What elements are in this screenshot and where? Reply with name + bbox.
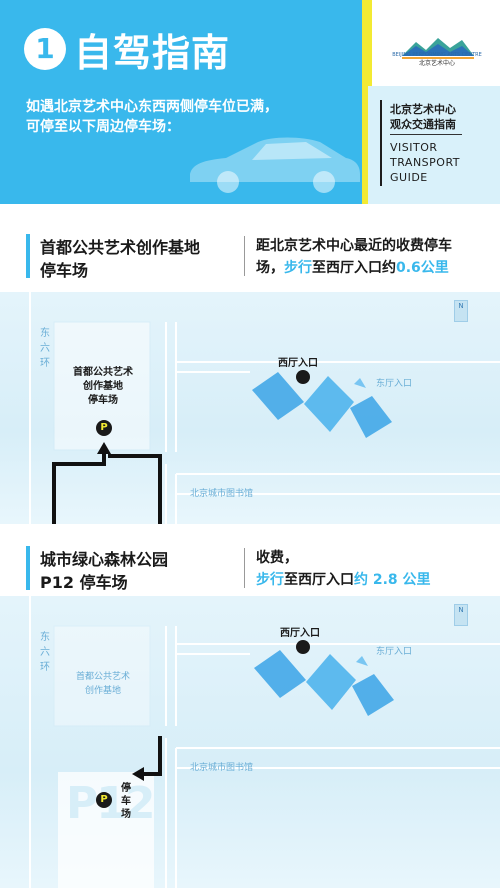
map-1-east-entrance: 东厅入口	[376, 379, 413, 389]
guide-cn-line-2: 观众交通指南	[390, 118, 456, 131]
intro-line-2: 可停至以下周边停车场：	[26, 119, 180, 135]
header-accent-strip	[362, 0, 372, 204]
location-marker-icon	[296, 640, 310, 654]
map-2: 东六环 N 首都公共艺术 创作基地 西厅入口 东厅入口 北京城市图书馆 P12 …	[0, 596, 500, 888]
guide-en-line-1: VISITOR	[390, 141, 438, 154]
section-2-title-line-1: 城市绿心森林公园	[40, 550, 169, 569]
logo-name-cn: 北京艺术中心	[418, 60, 455, 67]
map-2-graphics	[29, 596, 500, 888]
logo-icon	[402, 38, 474, 59]
guide-en-line-3: GUIDE	[390, 171, 428, 184]
guide-en-line-2: TRANSPORT	[390, 156, 461, 169]
section-1-desc-line-2: 场，步行至西厅入口约0.6公里	[256, 260, 449, 276]
guide-box	[368, 86, 500, 204]
location-marker-icon	[296, 370, 310, 384]
section-2-desc-line-2: 步行至西厅入口约 2.8 公里	[256, 572, 431, 588]
section-1-desc-line-1: 距北京艺术中心最近的收费停车	[256, 238, 452, 254]
section-1-accent	[26, 234, 30, 278]
map-1-road-label: 东六环	[40, 328, 50, 369]
section-1-title-line-2: 停车场	[40, 261, 89, 280]
map-1-library: 北京城市图书馆	[190, 489, 254, 499]
map-2-block-label: 首都公共艺术 创作基地	[75, 672, 130, 696]
section-2-title-line-2: P12 停车场	[40, 573, 128, 592]
compass-icon: N	[454, 604, 468, 626]
map-2-road-label: 东六环	[40, 632, 50, 673]
section-1-separator	[244, 236, 245, 276]
parking-icon: P	[96, 792, 112, 808]
car-icon	[190, 137, 360, 193]
map-2-west-entrance: 西厅入口	[280, 628, 320, 639]
map-1-graphics	[29, 292, 500, 524]
section-2-separator	[244, 548, 245, 588]
logo-name-en: BEIJING PERFORMING ARTS CENTRE	[392, 52, 482, 58]
guide-divider-bar	[380, 100, 382, 186]
map-1: 东六环 N 首都公共艺术 创作基地 停车场 P 西厅入口 东厅入口 北京城市图书…	[0, 292, 500, 524]
guide-divider	[390, 134, 462, 135]
step-number-badge: 1	[24, 28, 66, 70]
parking-icon: P	[96, 420, 112, 436]
map-1-west-entrance: 西厅入口	[278, 358, 318, 369]
map-2-parking-label: 停 车 场	[121, 783, 131, 820]
map-1-parking-label: 首都公共艺术 创作基地 停车场	[73, 367, 133, 406]
page-title: 自驾指南	[74, 31, 231, 75]
map-2-library: 北京城市图书馆	[190, 763, 254, 773]
section-1-title-line-1: 首都公共艺术创作基地	[40, 238, 201, 257]
section-2-accent	[26, 546, 30, 590]
intro-line-1: 如遇北京艺术中心东西两侧停车位已满，	[26, 99, 278, 115]
guide-cn-line-1: 北京艺术中心	[390, 103, 456, 116]
map-2-east-entrance: 东厅入口	[376, 647, 413, 657]
section-2-desc-line-1: 收费，	[256, 550, 298, 566]
compass-icon: N	[454, 300, 468, 322]
